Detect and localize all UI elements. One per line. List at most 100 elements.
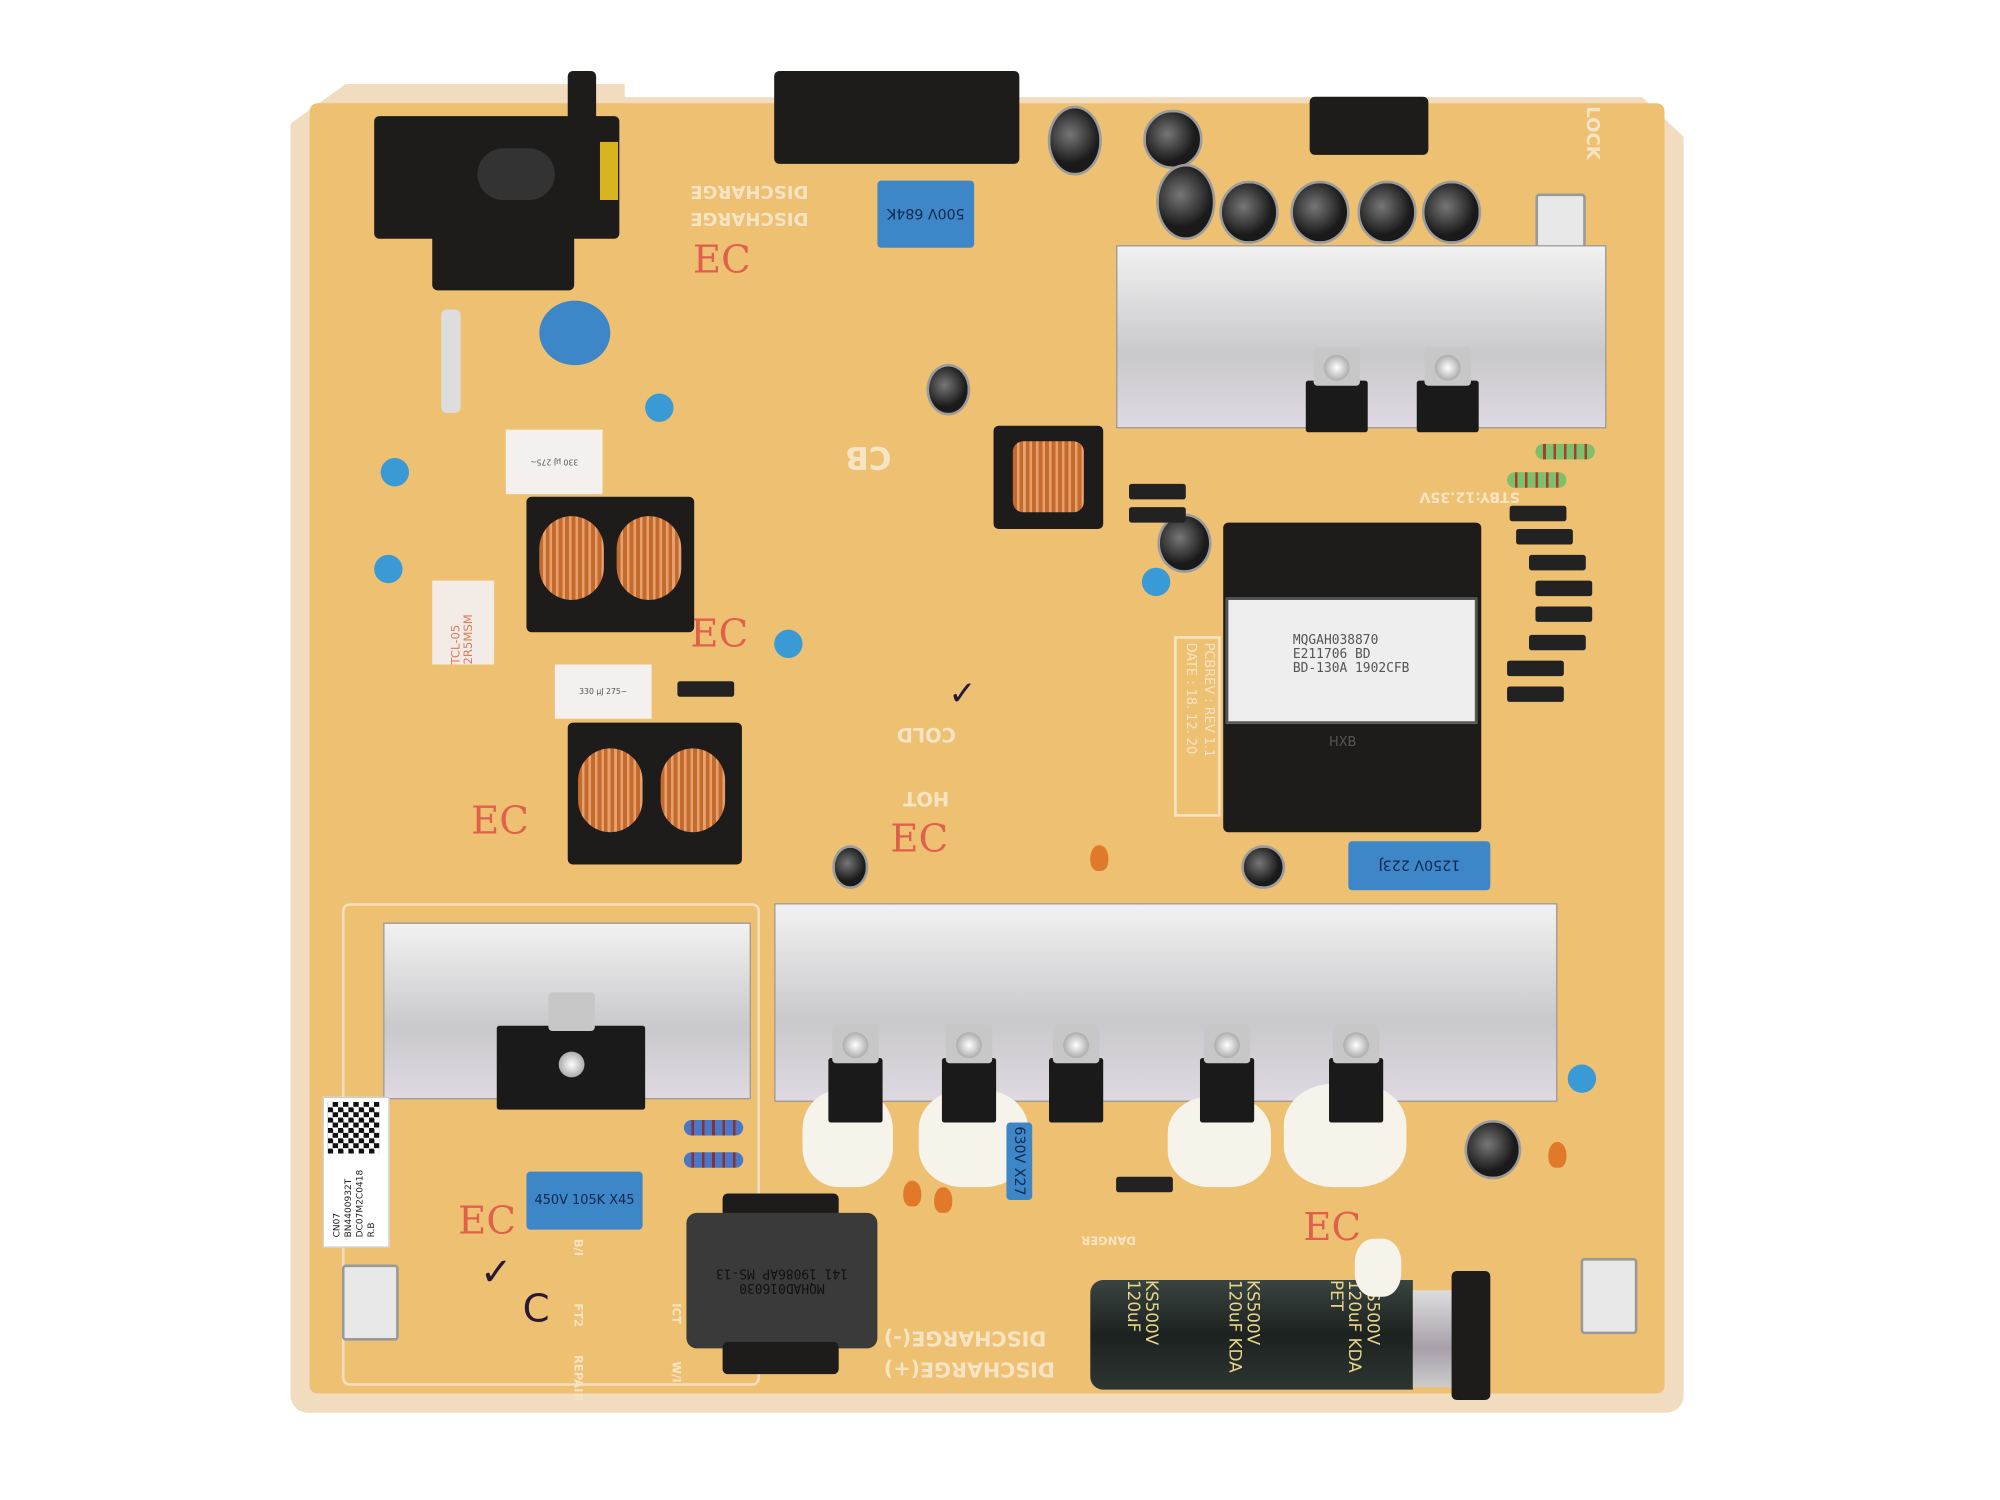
silk-wi: W/I bbox=[668, 1361, 682, 1383]
electrolytic-capacitor bbox=[1156, 163, 1216, 240]
diode bbox=[1129, 483, 1186, 500]
resistor bbox=[1535, 443, 1595, 460]
marker-check: ✓ bbox=[479, 1250, 513, 1296]
diode bbox=[1507, 686, 1564, 702]
pfc-inductor: MQHAD016030 141 19086AP MS-13 bbox=[686, 1212, 878, 1349]
silk-pcb-date: DATE : 18. 12. 20 bbox=[1183, 642, 1198, 755]
silk-danger: DANGER bbox=[1081, 1232, 1137, 1246]
silk-ec: EC bbox=[692, 237, 751, 283]
silk-ec: EC bbox=[1303, 1205, 1362, 1251]
mounting-clip-left bbox=[341, 1264, 399, 1341]
sticker-line: DC07M2C0418 bbox=[354, 1169, 366, 1238]
silk-cb: CB bbox=[845, 439, 892, 476]
sticker-line: R.B bbox=[366, 1222, 377, 1238]
ceramic-capacitor bbox=[1548, 1141, 1567, 1168]
electrolytic-capacitor bbox=[1241, 845, 1286, 890]
silk-ec: EC bbox=[458, 1198, 516, 1244]
diode bbox=[1529, 634, 1586, 651]
silk-ec: EC bbox=[470, 798, 529, 844]
diode bbox=[1516, 529, 1573, 545]
capacitor-series: KDA bbox=[1224, 1337, 1244, 1373]
diode bbox=[1529, 554, 1586, 571]
ceramic-capacitor bbox=[934, 1187, 953, 1213]
diode bbox=[677, 681, 735, 697]
screw-icon bbox=[1323, 354, 1350, 381]
transistor bbox=[1416, 347, 1479, 433]
screw-icon bbox=[1063, 1032, 1090, 1059]
thermistor: TCL-05 2R5MSM bbox=[432, 580, 495, 665]
silk-repair: REPAIR bbox=[570, 1354, 584, 1402]
transistor bbox=[941, 1024, 997, 1123]
marker-check: ✓ bbox=[948, 674, 977, 714]
film-capacitor-left: 450V 105K X45 bbox=[526, 1171, 643, 1230]
mounting-clip-top bbox=[1535, 193, 1586, 251]
ceramic-disc-capacitor bbox=[539, 300, 611, 366]
silk-ec: EC bbox=[890, 816, 949, 862]
film-capacitor-small: 630V X27 bbox=[1006, 1122, 1033, 1200]
transistor bbox=[828, 1024, 883, 1123]
capacitor-print: KS500V 120uF KDA bbox=[1224, 1280, 1261, 1390]
silk-discharge-minus: DISCHARGE(-) bbox=[883, 1326, 1047, 1351]
diode bbox=[1535, 580, 1593, 597]
diode bbox=[1509, 505, 1567, 522]
ceramic-capacitor bbox=[1090, 845, 1109, 871]
capacitor-capacitance: 120uF bbox=[1122, 1279, 1143, 1333]
transformer-code: E211706 BD bbox=[1292, 647, 1371, 662]
silk-pcb-rev: PCBREV : REV 1.1 bbox=[1201, 642, 1216, 758]
transformer-label: MQGAH038870 E211706 BD BD-130A 1902CFB bbox=[1225, 597, 1478, 724]
y-capacitor bbox=[1567, 1064, 1597, 1093]
y-capacitor bbox=[374, 554, 403, 584]
bridge-rectifier bbox=[496, 992, 646, 1110]
resistor bbox=[683, 1119, 744, 1136]
electrolytic-capacitor bbox=[1219, 180, 1279, 244]
film-capacitor-top: 500V 684K bbox=[877, 180, 975, 248]
fuse-tape bbox=[599, 141, 619, 200]
screw-icon bbox=[842, 1032, 869, 1059]
electrolytic-capacitor bbox=[1357, 180, 1417, 244]
inductor-bobbin bbox=[722, 1341, 839, 1375]
electrolytic-capacitor bbox=[1047, 105, 1102, 176]
capacitor-print: KS500V 120uF KDA PET bbox=[1326, 1280, 1381, 1390]
diode bbox=[1116, 1176, 1173, 1193]
electrolytic-capacitor bbox=[1143, 109, 1203, 170]
fuse bbox=[441, 309, 461, 413]
sticker-line: CN07 bbox=[331, 1212, 342, 1238]
silk-cold: COLD bbox=[896, 722, 956, 747]
transistor bbox=[1199, 1024, 1255, 1123]
screw-icon bbox=[956, 1032, 982, 1059]
resistor bbox=[683, 1152, 744, 1168]
qr-code bbox=[327, 1101, 380, 1154]
silk-bi: B/I bbox=[570, 1238, 584, 1257]
marker-scribble: C bbox=[522, 1286, 550, 1332]
transistor bbox=[1305, 347, 1368, 433]
x-capacitor: 330 µJ 275~ bbox=[505, 429, 603, 495]
film-capacitor-right: 1250V 223J bbox=[1348, 841, 1491, 891]
resistor bbox=[1507, 472, 1567, 488]
silk-ft2: FT2 bbox=[570, 1303, 584, 1328]
socket-pins bbox=[477, 148, 555, 200]
ceramic-capacitor bbox=[903, 1180, 922, 1207]
sticker-line: BN4400932T bbox=[343, 1178, 354, 1238]
screw-icon bbox=[1343, 1032, 1370, 1059]
silk-ict: ICT bbox=[668, 1303, 682, 1324]
transformer-mark: HXB bbox=[1329, 735, 1357, 750]
screw-icon bbox=[1214, 1032, 1240, 1059]
capacitor-print: KS500V 120uF bbox=[1122, 1279, 1160, 1390]
pcb-revision-box: PCBREV : REV 1.1 DATE : 18. 12. 20 bbox=[1174, 636, 1221, 817]
screw-icon bbox=[558, 1051, 584, 1078]
coil-winding bbox=[539, 516, 604, 600]
mounting-clip-right bbox=[1580, 1258, 1638, 1335]
electrolytic-capacitor bbox=[926, 363, 971, 416]
y-capacitor bbox=[380, 458, 410, 487]
transistor bbox=[1329, 1024, 1384, 1123]
silk-hot: HOT bbox=[903, 787, 950, 811]
screw-icon bbox=[1434, 354, 1461, 381]
electrolytic-capacitor bbox=[1421, 180, 1482, 244]
coil-winding bbox=[1012, 441, 1084, 513]
silk-discharge-top-1: DISCHARGE bbox=[690, 180, 809, 202]
coil-winding bbox=[660, 748, 726, 833]
connector-right bbox=[1309, 96, 1429, 155]
bulk-electrolytic-capacitor: KS500V 120uF KS500V 120uF KDA KS500V 120… bbox=[1090, 1279, 1413, 1390]
x-capacitor: 330 µJ 275~ bbox=[554, 664, 652, 719]
